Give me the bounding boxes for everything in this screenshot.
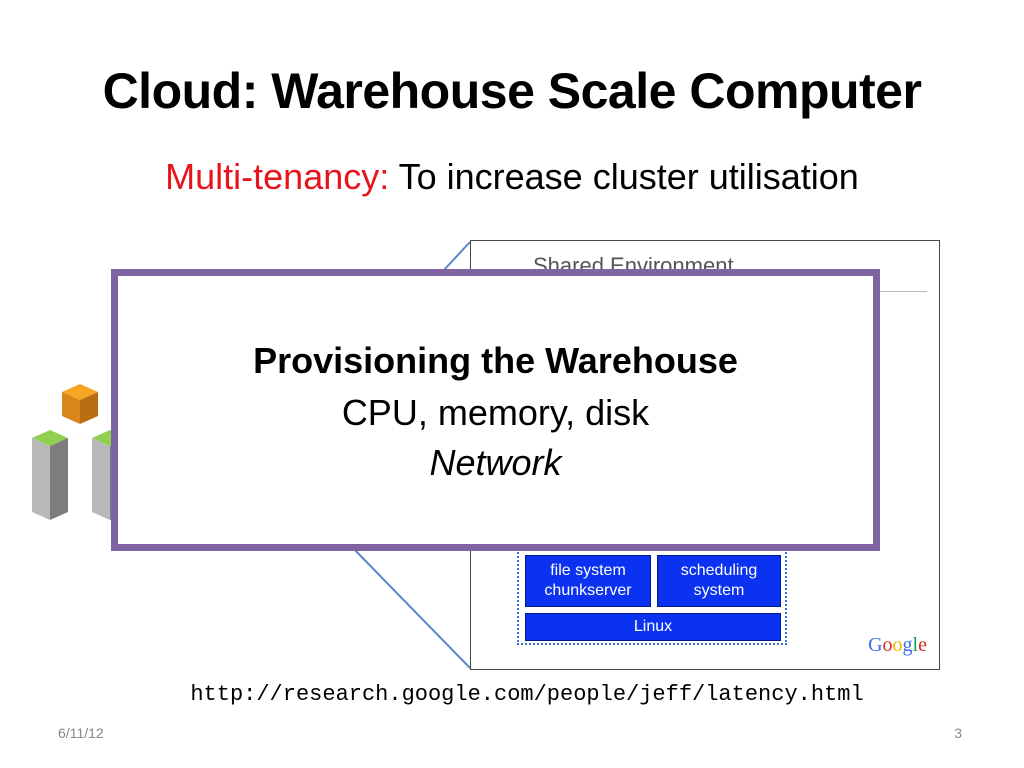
subtitle-text: To increase cluster utilisation bbox=[389, 156, 859, 197]
source-url: http://research.google.com/people/jeff/l… bbox=[190, 682, 864, 707]
callout-resources: CPU, memory, disk bbox=[341, 392, 650, 433]
scheduling-block: scheduling system bbox=[657, 555, 781, 607]
file-system-block: file system chunkserver bbox=[525, 555, 651, 607]
slide-title: Cloud: Warehouse Scale Computer bbox=[102, 63, 922, 119]
slide-subtitle: Multi-tenancy: To increase cluster utili… bbox=[0, 156, 1024, 198]
google-logo: Google bbox=[868, 634, 927, 656]
footer-date: 6/11/12 bbox=[58, 725, 104, 741]
callout-network: Network bbox=[429, 442, 562, 483]
page-number: 3 bbox=[954, 725, 962, 741]
callout-heading: Provisioning the Warehouse bbox=[253, 340, 738, 381]
linux-block: Linux bbox=[525, 613, 781, 641]
subtitle-accent: Multi-tenancy: bbox=[165, 156, 390, 197]
provisioning-callout: Provisioning the Warehouse CPU, memory, … bbox=[111, 269, 880, 551]
